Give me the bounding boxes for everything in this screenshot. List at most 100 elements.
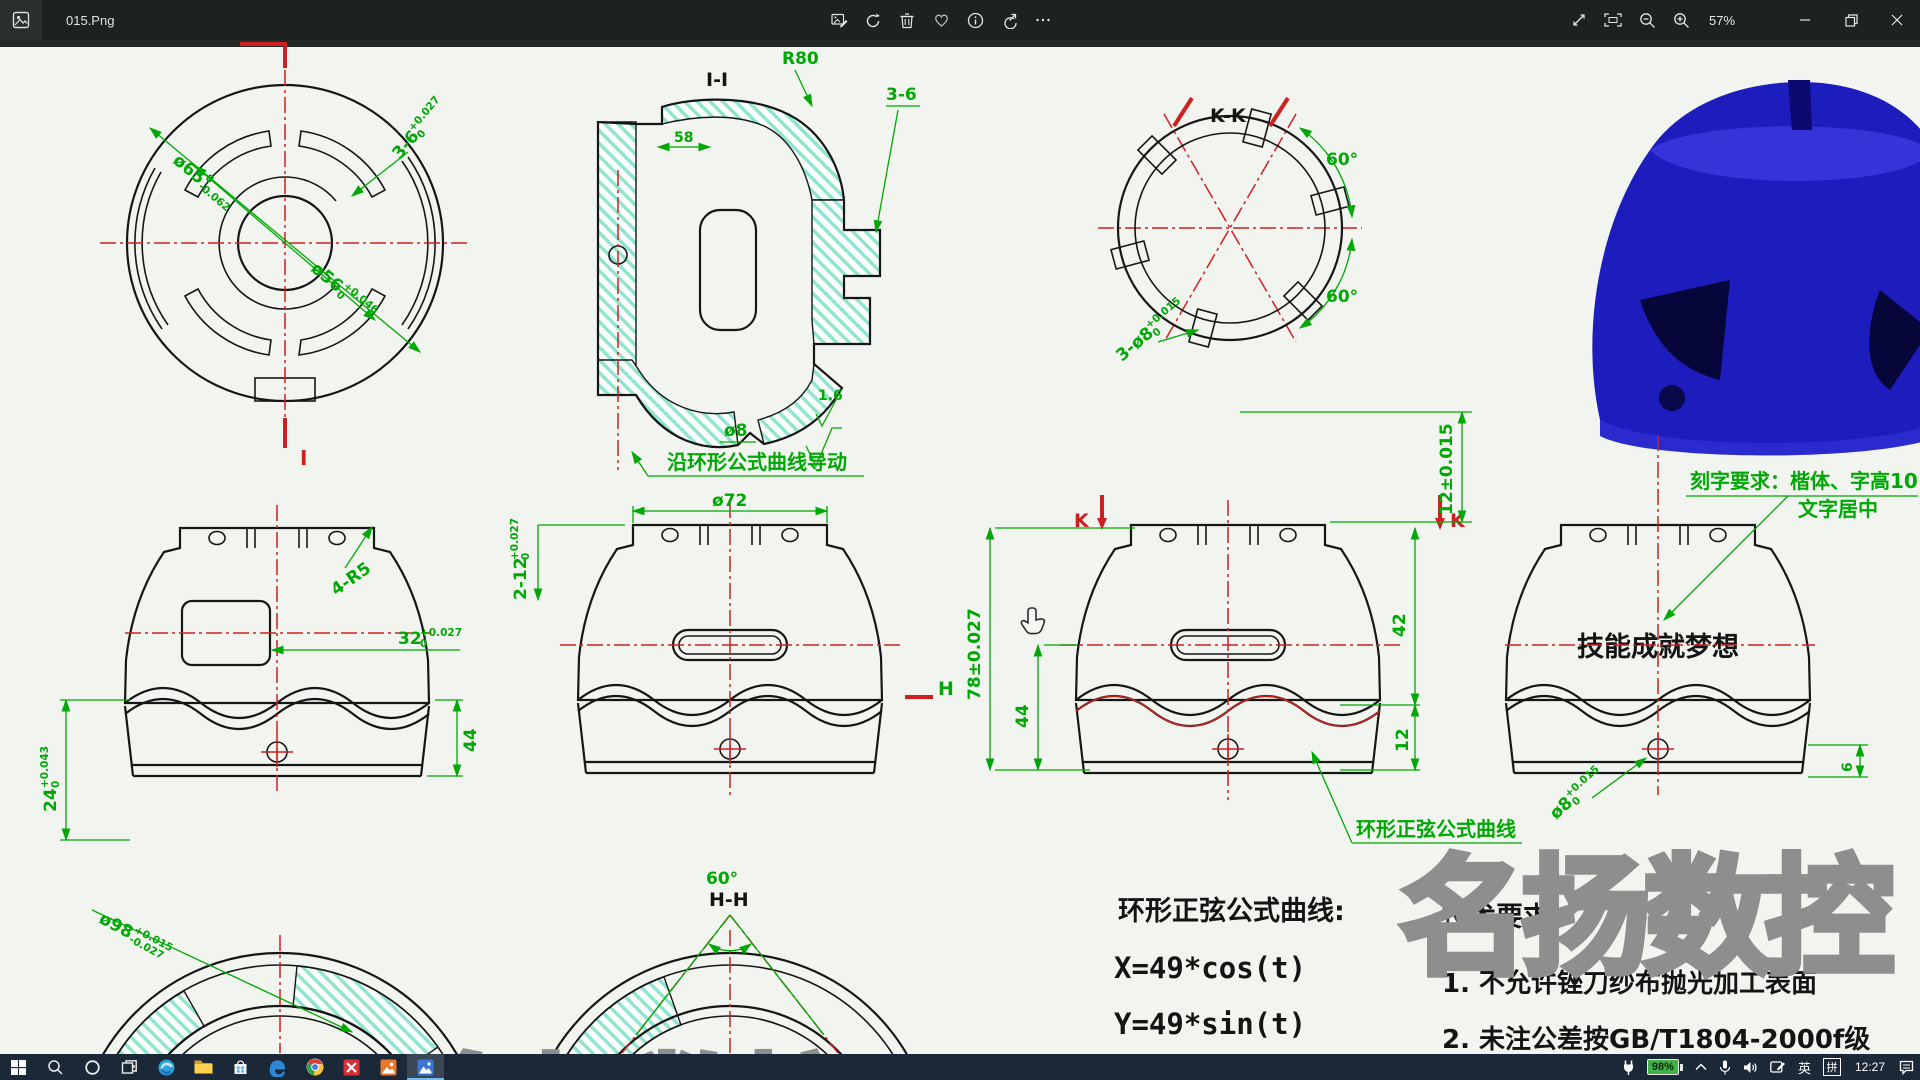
- caxa-button[interactable]: [333, 1054, 370, 1080]
- minimize-button[interactable]: [1782, 0, 1828, 40]
- surface-finish-icon: [815, 399, 837, 428]
- formula-x: X=49*cos(t): [1114, 951, 1306, 985]
- svg-text:24: 24: [41, 788, 61, 812]
- clock[interactable]: 12:27: [1854, 1060, 1885, 1074]
- file-explorer-button[interactable]: [185, 1054, 222, 1080]
- section-title-hh: H-H: [709, 889, 749, 911]
- start-button[interactable]: [0, 1054, 37, 1080]
- dim-6: 6: [1840, 762, 1856, 772]
- restore-button[interactable]: [1828, 0, 1874, 40]
- heart-icon: [934, 14, 948, 27]
- photos-app-button[interactable]: [407, 1054, 444, 1080]
- zoom-out-button[interactable]: [1630, 0, 1664, 40]
- svg-text:6: 6: [1840, 762, 1856, 772]
- svg-text:32: 32: [398, 629, 422, 649]
- ime-mode-box: 拼: [1822, 1058, 1841, 1076]
- dim-44c: 44: [1013, 704, 1033, 728]
- dim-2-12: 2-12 +0.027 0: [509, 518, 532, 600]
- surface-finish-icon: [805, 427, 842, 468]
- dim-12-0015: 12±0.015: [1437, 423, 1457, 515]
- zoom-in-icon: [1673, 12, 1689, 28]
- search-button[interactable]: [37, 1054, 74, 1080]
- edge-legacy-button[interactable]: [259, 1054, 296, 1080]
- volume-tray[interactable]: [1737, 1054, 1764, 1080]
- battery-indicator[interactable]: 98%: [1641, 1054, 1689, 1080]
- battery-nub: [1679, 1063, 1683, 1071]
- tech-requirements: 技术要求: 1. 不允许锉刀纱布抛光加工表面 2. 未注公差按GB/T1804-…: [1442, 902, 1870, 1054]
- edge-legacy-icon: [269, 1059, 285, 1077]
- photos-icon: [417, 1059, 434, 1075]
- edit-image-icon: [830, 13, 847, 27]
- section-mark-h: H: [938, 678, 954, 700]
- info-icon: [967, 12, 983, 28]
- edge-button[interactable]: [148, 1054, 185, 1080]
- dim-78: 78±0.027: [965, 608, 985, 700]
- tech-item-1: 1. 不允许锉刀纱布抛光加工表面: [1442, 968, 1817, 999]
- zoom-in-button[interactable]: [1664, 0, 1698, 40]
- formula-y: Y=49*sin(t): [1114, 1007, 1306, 1041]
- svg-text:+0.027: +0.027: [509, 518, 521, 560]
- dim-42: 42: [1390, 613, 1410, 637]
- microphone-tray[interactable]: [1713, 1054, 1737, 1080]
- action-center-button[interactable]: [1893, 1054, 1920, 1080]
- fullscreen-icon: [1573, 14, 1585, 26]
- photo-viewer-icon: [380, 1059, 397, 1075]
- dim-32: 32 +0.027 0: [398, 627, 462, 650]
- svg-text:0: 0: [420, 638, 427, 650]
- plug-icon: [1623, 1060, 1633, 1075]
- view-side-b: ø72 2-12 +0.027 0 H: [509, 491, 954, 795]
- photo-viewer-button[interactable]: [370, 1054, 407, 1080]
- view-section-kk: K-K 60° 60° 3-ø8 +0.015 0: [1098, 96, 1362, 366]
- minimize-icon: [1800, 19, 1810, 21]
- edit-image-button[interactable]: [822, 0, 856, 40]
- note-engraving-2: 文字居中: [1798, 497, 1878, 521]
- dim-36: 3-6: [886, 85, 917, 105]
- cortana-button[interactable]: [74, 1054, 111, 1080]
- label-sine-curve: 环形正弦公式曲线: [1356, 817, 1516, 841]
- close-icon: [1891, 14, 1903, 26]
- windows-start-icon: [11, 1059, 26, 1075]
- ime-language[interactable]: 英: [1797, 1060, 1811, 1076]
- zoom-out-icon: [1639, 12, 1655, 28]
- task-view-button[interactable]: [111, 1054, 148, 1080]
- rotate-button[interactable]: [856, 0, 890, 40]
- app-icon: [0, 0, 42, 40]
- image-canvas[interactable]: I ø65 0 -0.062 ø56 +0.046 0 3-6 +0.027 0: [0, 40, 1920, 1054]
- svg-text:44: 44: [461, 728, 481, 752]
- trash-icon: [900, 12, 914, 28]
- fit-to-window-button[interactable]: [1596, 0, 1630, 40]
- action-center-icon: [1899, 1060, 1914, 1075]
- section-title-kk: K-K: [1210, 105, 1247, 127]
- task-view-icon: [121, 1059, 137, 1074]
- title-bar: 015.Png: [0, 0, 1920, 40]
- store-button[interactable]: [222, 1054, 259, 1080]
- note-curve-guide: 沿环形公式曲线导动: [667, 450, 847, 474]
- chrome-icon: [306, 1058, 323, 1076]
- system-tray: 98% 英 拼: [1616, 1054, 1920, 1080]
- taskbar: [0, 1054, 1920, 1080]
- battery-percentage: 98%: [1646, 1059, 1679, 1075]
- tray-overflow-button[interactable]: [1689, 1054, 1713, 1080]
- dim-60deg-1: 60°: [1326, 150, 1358, 170]
- svg-text:12: 12: [1393, 728, 1413, 752]
- info-button[interactable]: [958, 0, 992, 40]
- tablet-pen-icon: [1770, 1061, 1785, 1073]
- favorite-button[interactable]: [924, 0, 958, 40]
- dim-12: 12: [1393, 728, 1413, 752]
- pen-tablet-tray[interactable]: [1764, 1054, 1792, 1080]
- chrome-button[interactable]: [296, 1054, 333, 1080]
- restore-icon: [1844, 13, 1858, 27]
- store-icon: [234, 1059, 247, 1074]
- power-status[interactable]: [1616, 1054, 1641, 1080]
- fullscreen-button[interactable]: [1562, 0, 1596, 40]
- zoom-level-label[interactable]: 57%: [1708, 12, 1736, 28]
- close-button[interactable]: [1874, 0, 1920, 40]
- share-button[interactable]: [992, 0, 1026, 40]
- delete-button[interactable]: [890, 0, 924, 40]
- edge-icon: [158, 1059, 175, 1075]
- dim-r80: R80: [782, 49, 819, 69]
- more-button[interactable]: [1026, 0, 1060, 40]
- cortana-icon: [85, 1059, 100, 1075]
- note-engraving-1: 刻字要求：楷体、字高10: [1690, 469, 1918, 493]
- ime-mode[interactable]: 拼: [1817, 1054, 1847, 1080]
